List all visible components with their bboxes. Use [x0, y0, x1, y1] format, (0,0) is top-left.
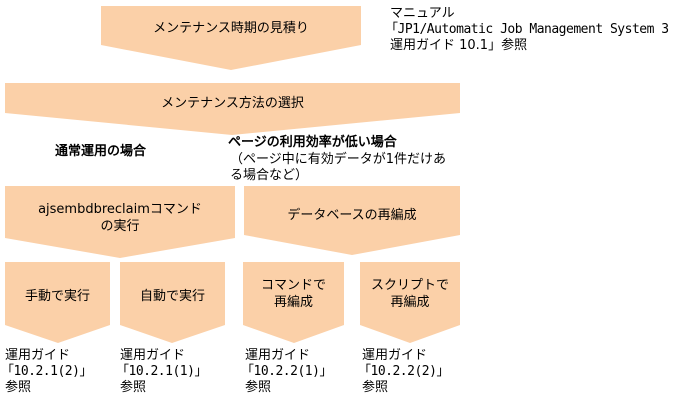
cmd-box-line-2: の実行: [100, 219, 140, 234]
leaf-1-ref-line-3: 参照: [5, 380, 32, 395]
leaf-4-ref-line-2: 「10.2.2(2)」: [358, 364, 449, 379]
branch-low-note-line-1: （ページ中に有効データが1件だけあ: [230, 152, 447, 167]
reference-top-line-3: 運用ガイド 10.1」参照: [390, 38, 528, 53]
leaf-3-label-line-2: 再編成: [273, 295, 313, 310]
reference-top-line-2: 「JP1/Automatic Job Management System 3: [385, 22, 669, 37]
branch-low-heading: ページの利用効率が低い場合: [228, 135, 397, 150]
leaf-1-shape: [5, 262, 110, 343]
leaf-4-label-line-1: スクリプトで: [370, 278, 449, 293]
reorg-box-shape: [244, 186, 460, 255]
leaf-2-ref-line-1: 運用ガイド: [120, 348, 186, 363]
leaf-1-ref-line-2: 「10.2.1(2)」: [1, 364, 92, 379]
step1-shape: [101, 6, 361, 70]
leaf-2-ref-line-2: 「10.2.1(1)」: [116, 364, 207, 379]
branch-normal-heading: 通常運用の場合: [55, 144, 147, 159]
reference-top-line-1: マニュアル: [390, 6, 455, 21]
leaf-4-ref-line-1: 運用ガイド: [362, 348, 428, 363]
step1-label: メンテナンス時期の見積り: [153, 21, 309, 36]
leaf-4-shape: [360, 262, 460, 343]
leaf-2-ref-line-3: 参照: [120, 380, 147, 395]
branch-low-note-line-2: る場合など）: [230, 168, 309, 183]
reorg-box-label: データベースの再編成: [287, 208, 417, 223]
leaf-2-label: 自動で実行: [139, 289, 205, 304]
leaf-3-ref-line-3: 参照: [245, 380, 272, 395]
leaf-4-ref-line-3: 参照: [362, 380, 389, 395]
leaf-3-label-line-1: コマンドで: [260, 278, 326, 293]
leaf-4-label-line-2: 再編成: [390, 295, 430, 310]
leaf-3-ref-line-1: 運用ガイド: [245, 348, 311, 363]
leaf-1-label: 手動で実行: [24, 289, 90, 304]
leaf-2-shape: [120, 262, 225, 343]
step2-shape: [5, 83, 460, 135]
step2-label: メンテナンス方法の選択: [161, 96, 304, 111]
leaf-1-ref-line-1: 運用ガイド: [5, 348, 71, 363]
cmd-box-shape: [5, 186, 235, 258]
cmd-box-line-1: ajsembdbreclaimコマンド: [38, 202, 202, 217]
leaf-3-shape: [243, 262, 344, 343]
leaf-3-ref-line-2: 「10.2.2(1)」: [241, 364, 332, 379]
